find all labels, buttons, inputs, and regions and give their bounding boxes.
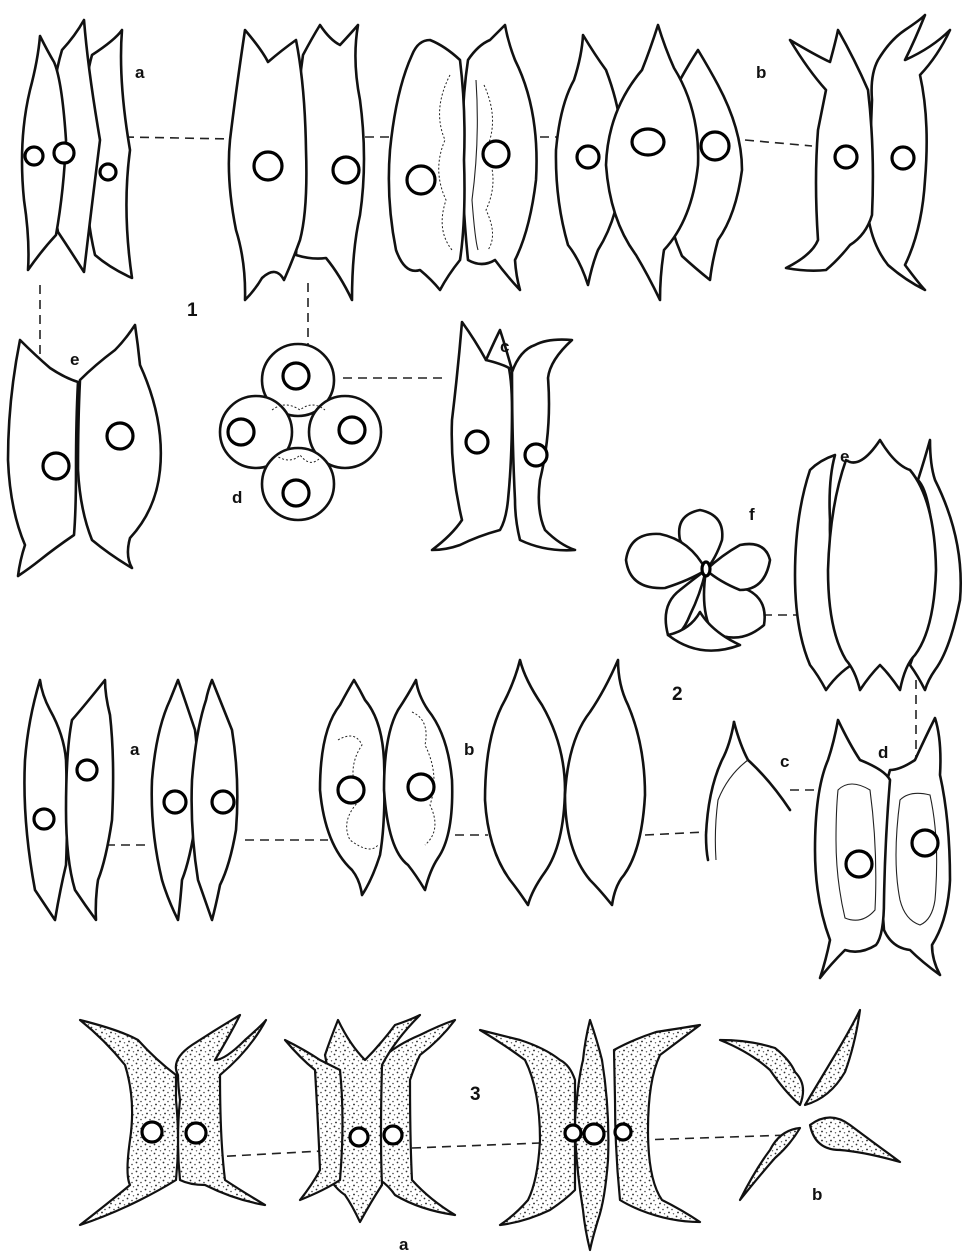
fig2-label-c: c [780, 752, 789, 771]
fig2-colony-a1 [24, 680, 113, 920]
fig3-colony-a1 [80, 1015, 266, 1225]
fig1-colony-b [556, 25, 742, 300]
fig2-colony-e [795, 440, 961, 690]
fig2-label-f: f [749, 505, 755, 524]
fig1-tetrad-d [220, 344, 381, 520]
fig1-colony-e [8, 325, 161, 576]
fig2-fragment-c [706, 722, 790, 860]
fig1-number: 1 [187, 300, 198, 321]
fig3-label-b: b [812, 1185, 822, 1204]
fig2-label-e: e [840, 447, 849, 466]
fig3-label-a: a [399, 1235, 409, 1254]
fig3-number: 3 [470, 1084, 481, 1105]
fig2-label-a: a [130, 740, 140, 759]
fig1-colony-a [22, 20, 132, 278]
fig3-colony-a3 [480, 1020, 700, 1250]
fig2-colony-a2 [152, 680, 238, 920]
fig2-tetrad-f [626, 510, 770, 651]
fig2-number: 2 [672, 684, 683, 705]
fig2-label-d: d [878, 743, 888, 762]
fig1-label-a: a [135, 63, 145, 82]
fig1-colony-mid [389, 25, 537, 290]
fig3-cells-b [720, 1010, 900, 1200]
fig2-colony-empty [485, 660, 645, 905]
fig1-colony-right [786, 15, 950, 290]
figure-3: a b 3 [80, 1010, 900, 1254]
fig1-label-d: d [232, 488, 242, 507]
fig1-label-c: c [500, 337, 509, 356]
fig1-colony-a2 [229, 25, 364, 300]
fig1-label-b: b [756, 63, 766, 82]
fig3-colony-a2 [285, 1015, 455, 1222]
fig2-label-b: b [464, 740, 474, 759]
fig2-colony-b [320, 680, 452, 895]
fig1-label-e: e [70, 350, 79, 369]
fig1-colony-c [432, 322, 575, 550]
